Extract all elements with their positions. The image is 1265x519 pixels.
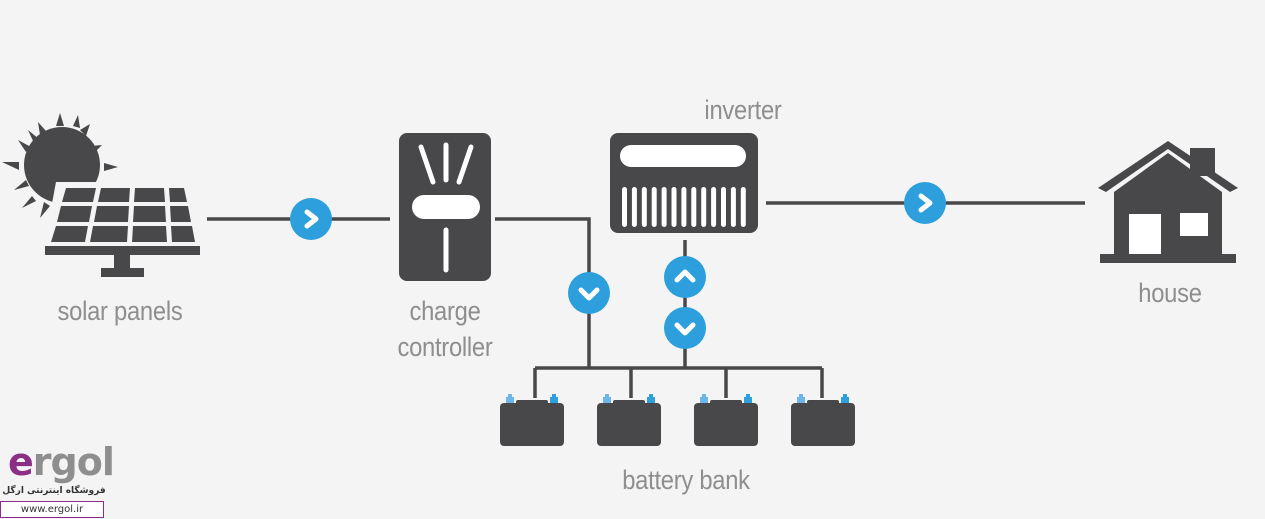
flow-arrow-right-icon	[904, 182, 946, 224]
ergol-logo: ergol	[8, 440, 115, 484]
flow-arrow-right-icon	[290, 198, 332, 240]
house-label: house	[1138, 278, 1202, 308]
inverter-vent	[631, 187, 637, 227]
battery-bank-label: battery bank	[622, 465, 750, 495]
inverter-vent	[721, 187, 726, 227]
battery-icon	[597, 394, 661, 446]
battery-icon	[694, 394, 758, 446]
solar-panel-icon	[2, 113, 202, 277]
line-controller-to-battery	[495, 217, 591, 368]
inverter-vent	[730, 187, 736, 227]
flow-arrow-down-icon	[664, 307, 706, 349]
battery-icon	[791, 394, 855, 446]
battery-terminal-positive	[744, 397, 752, 403]
inverter-vent	[711, 187, 717, 227]
inverter-label: inverter	[704, 95, 782, 125]
inverter-vent	[671, 187, 677, 227]
inverter-vent	[681, 187, 687, 227]
battery-terminal-positive	[647, 397, 655, 403]
ergol-url-link[interactable]: www.ergol.ir	[0, 501, 104, 518]
battery-terminal-positive	[841, 397, 849, 403]
battery-terminal-negative	[700, 397, 708, 403]
inverter-vent	[691, 187, 697, 227]
inverter-vent	[622, 187, 627, 227]
inverter-vent	[740, 187, 746, 227]
inverter-vent	[661, 187, 667, 227]
inverter-icon	[610, 133, 758, 233]
house-icon	[1098, 141, 1238, 263]
battery-bank-icon	[500, 394, 855, 446]
ergol-tagline: فروشگاه اینترنتی ارگل	[2, 486, 106, 496]
flow-arrows	[290, 182, 946, 349]
panel-cells	[51, 188, 195, 242]
battery-icon	[500, 394, 564, 446]
charge-controller-icon	[399, 133, 491, 281]
battery-terminal-negative	[506, 397, 514, 403]
battery-terminal-negative	[603, 397, 611, 403]
battery-terminal-positive	[550, 397, 558, 403]
inverter-vent	[651, 187, 657, 227]
charge-controller-label-line2: controller	[397, 332, 493, 362]
battery-terminal-negative	[797, 397, 805, 403]
charge-controller-label-line1: charge	[409, 296, 481, 326]
solar-panels-label: solar panels	[57, 296, 183, 326]
flow-arrow-down-icon	[568, 272, 610, 314]
flow-arrow-up-icon	[664, 256, 706, 298]
inverter-vent	[701, 187, 707, 227]
inverter-vent	[641, 187, 647, 227]
